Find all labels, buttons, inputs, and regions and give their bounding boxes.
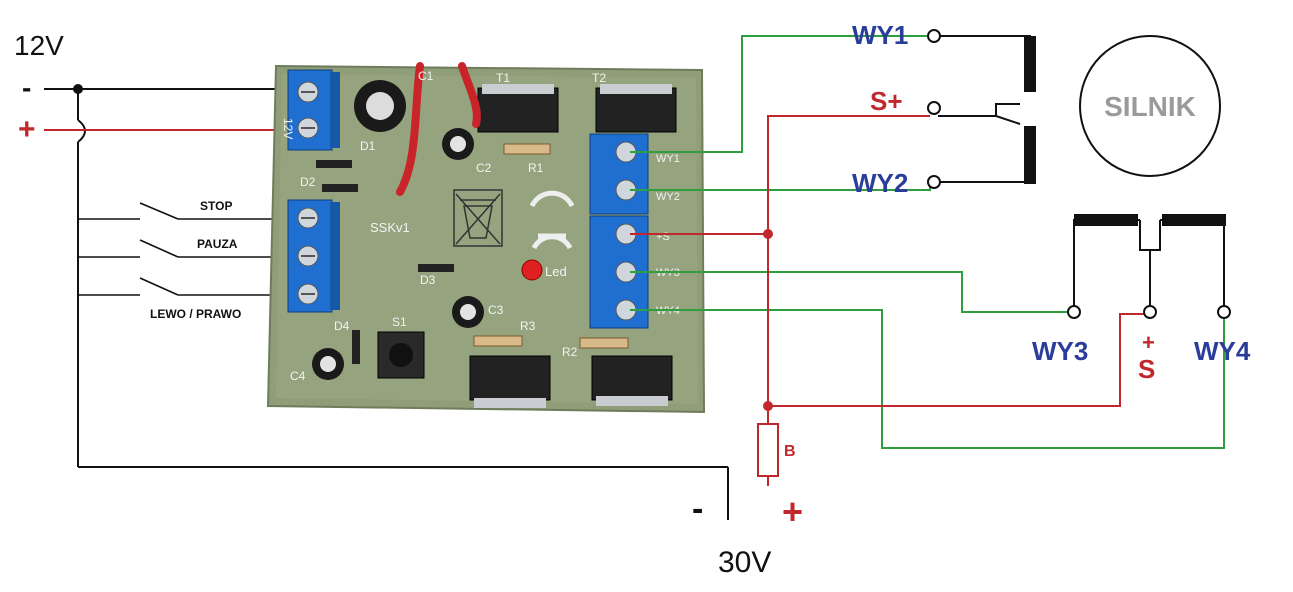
terminal-s-node <box>1143 305 1157 319</box>
lower-coil-right <box>1162 214 1226 226</box>
terminal-wy4-node <box>1217 305 1231 319</box>
resistor-r1 <box>503 143 551 155</box>
capacitor-c4 <box>312 348 344 380</box>
winding-coil-top <box>1024 36 1036 92</box>
capacitor-c1 <box>354 80 406 132</box>
diode-d2 <box>322 184 358 192</box>
board-red-wire-2 <box>458 62 481 128</box>
board-label-name: SSKv1 <box>370 220 410 235</box>
board-label-d2: D2 <box>300 175 316 189</box>
board-label-d3: D3 <box>420 273 436 287</box>
green-wires <box>630 35 1225 449</box>
top-motor-winding <box>938 35 1031 183</box>
logic-voltage-label: 12V <box>14 30 64 61</box>
terminal-block-switches <box>287 199 340 313</box>
board-label-s1: S1 <box>392 315 407 329</box>
terminal-wy1-node <box>927 29 941 43</box>
diode-d1 <box>316 160 352 168</box>
capacitor-c3 <box>452 296 484 328</box>
board-label-r3: R3 <box>520 319 536 333</box>
board-label-t1: T1 <box>496 71 510 85</box>
power-minus-label: - <box>692 490 703 528</box>
terminal-label-wy1: WY1 <box>656 153 680 165</box>
board-red-wire <box>396 62 424 196</box>
board-label-c2: C2 <box>476 161 492 175</box>
motor-circle <box>1079 35 1221 177</box>
board-label-d1: D1 <box>360 139 376 153</box>
logic-plus-label: + <box>18 113 36 146</box>
board-label-d4: D4 <box>334 319 350 333</box>
output-s-letter: S <box>1138 354 1155 384</box>
logic-minus-label: - <box>22 72 31 103</box>
board-label-c1: C1 <box>418 69 434 83</box>
board-label-r2: R2 <box>562 345 578 359</box>
output-wy1-label: WY1 <box>852 20 908 50</box>
lower-motor-winding <box>1073 219 1225 306</box>
terminal-label-wy2: WY2 <box>656 191 680 203</box>
terminal-s-plus-node <box>927 101 941 115</box>
fuse-label: B <box>784 443 796 460</box>
switch-lines <box>78 202 300 296</box>
terminal-wy3-node <box>1067 305 1081 319</box>
weee-icon <box>453 189 503 247</box>
output-wy3-label: WY3 <box>1032 336 1088 366</box>
power-plus-label: + <box>782 491 803 532</box>
lower-coil-left <box>1074 214 1138 226</box>
diode-d3 <box>418 264 454 272</box>
power-voltage-label: 30V <box>718 546 771 579</box>
switch-pauza-label: PAUZA <box>197 237 238 251</box>
diode-d4 <box>352 330 360 364</box>
resistor-r2 <box>579 337 629 349</box>
output-s-plus-sign: + <box>1142 330 1155 355</box>
ce-mark-icon <box>529 190 575 250</box>
output-wy2-label: WY2 <box>852 168 908 198</box>
button-s1 <box>377 331 425 379</box>
output-wy4-label: WY4 <box>1194 336 1251 366</box>
transistor-t2 <box>595 84 677 133</box>
board-label-c4: C4 <box>290 369 306 383</box>
switch-lewo-prawo-label: LEWO / PRAWO <box>150 307 241 321</box>
board-label-t2: T2 <box>592 71 606 85</box>
resistor-r3 <box>473 335 523 347</box>
red-wires <box>630 115 1148 486</box>
transistor-t1 <box>477 84 559 133</box>
output-s-plus-label: S+ <box>870 86 903 116</box>
motor-label: SILNIK <box>1104 91 1196 122</box>
board-label-led: Led <box>545 264 567 279</box>
board-label-r1: R1 <box>528 161 544 175</box>
transistor-t4 <box>591 355 673 406</box>
terminal-wy2-node <box>927 175 941 189</box>
terminal-block-outputs <box>589 133 649 329</box>
capacitor-c2 <box>442 128 474 160</box>
board-label-12v: 12V <box>281 118 295 139</box>
switch-stop-label: STOP <box>200 199 232 213</box>
board-label-c3: C3 <box>488 303 504 317</box>
terminal-block-12v <box>287 69 340 151</box>
led-indicator <box>521 259 543 281</box>
winding-coil-bottom <box>1024 126 1036 184</box>
fuse <box>757 423 779 477</box>
terminal-label-s: +S <box>656 231 670 243</box>
transistor-t3 <box>469 355 551 408</box>
